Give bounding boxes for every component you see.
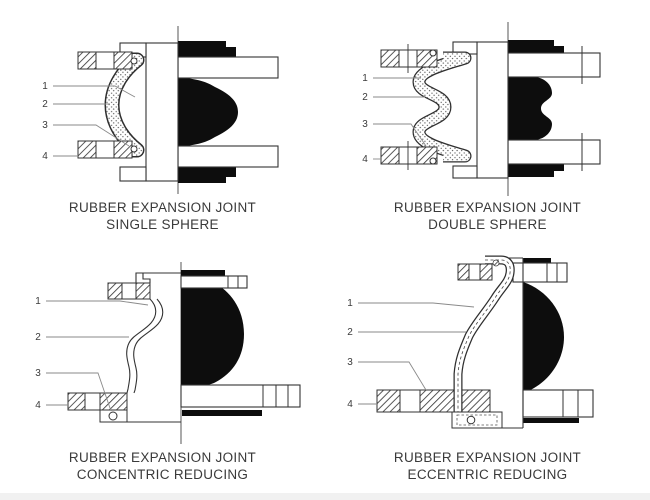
part-label-4: 4 [362, 154, 368, 165]
cone-outer-profile [126, 298, 157, 394]
concentric-reducing-drawing: 1 2 3 4 [35, 262, 301, 444]
pipe-flanges [512, 262, 594, 418]
part-label-2: 2 [42, 99, 48, 110]
top-edge [135, 272, 181, 283]
caption-line1: RUBBER EXPANSION JOINT [68, 450, 257, 465]
pipe-flanges [180, 275, 301, 408]
part-label-4: 4 [347, 399, 353, 410]
part-label-2: 2 [35, 332, 41, 343]
top-step [142, 273, 151, 283]
rubber-wall [453, 255, 515, 412]
section-outline [100, 272, 181, 423]
external-silhouette [178, 41, 238, 183]
leader-lines [358, 302, 475, 405]
part-label-2: 2 [362, 92, 368, 103]
double-sphere-drawing: 1 2 3 4 [362, 22, 601, 196]
caption-line2: CONCENTRIC REDUCING [76, 467, 249, 482]
leader-lines [373, 77, 427, 160]
figure-single-sphere: 1 2 3 4 RUBBER EXPANSION JOINT SINGLE SP… [0, 0, 325, 250]
reducer-bulge [523, 282, 564, 393]
eccentric-reducing-drawing: 1 2 3 4 [347, 255, 594, 429]
part-label-1: 1 [42, 81, 48, 92]
part-label-1: 1 [347, 298, 353, 309]
part-label-3: 3 [35, 368, 41, 379]
caption-line2: SINGLE SPHERE [106, 217, 219, 232]
section-body [452, 41, 509, 179]
bead-ring [108, 411, 118, 421]
reducer-bulge [181, 283, 244, 386]
part-labels: 1 2 3 4 [347, 298, 353, 410]
bead-rings [130, 57, 138, 153]
figure-double-sphere: 1 2 3 4 RUBBER EXPANSION JOINT DOUBLE SP… [325, 0, 650, 250]
rubber-bellows [104, 52, 145, 158]
bead-ring [466, 415, 476, 425]
sphere-bulge [178, 77, 238, 147]
part-labels: 1 2 3 4 [42, 81, 48, 162]
external-silhouette [508, 40, 564, 177]
double-sphere-bulge [508, 77, 552, 140]
cuff-dashes [456, 414, 498, 426]
part-label-3: 3 [362, 119, 368, 130]
bead-rings [429, 49, 437, 165]
figure-eccentric-reducing: 1 2 3 4 RUBBER EXPANSION JOINT ECCENTRIC… [325, 250, 650, 500]
caption-line1: RUBBER EXPANSION JOINT [393, 200, 582, 215]
part-labels: 1 2 3 4 [362, 73, 368, 165]
caption-line1: RUBBER EXPANSION JOINT [68, 200, 257, 215]
upper-bead-ring [492, 259, 500, 267]
external-silhouette [523, 258, 579, 423]
caption-line2: ECCENTRIC REDUCING [407, 467, 568, 482]
caption-eccentric-reducing: RUBBER EXPANSION JOINT ECCENTRIC REDUCIN… [325, 449, 650, 483]
single-sphere-drawing: 1 2 3 4 [42, 26, 279, 194]
flange-bolt-cells [227, 276, 289, 407]
leader-lines [53, 85, 136, 157]
part-label-4: 4 [35, 400, 41, 411]
part-label-1: 1 [35, 296, 41, 307]
part-labels: 1 2 3 4 [35, 296, 41, 411]
part-label-3: 3 [347, 357, 353, 368]
pipe-flanges [507, 52, 601, 165]
bottom-edge-strip [0, 493, 650, 500]
part-label-4: 4 [42, 151, 48, 162]
lower-cuff [451, 411, 503, 429]
part-label-2: 2 [347, 327, 353, 338]
caption-concentric-reducing: RUBBER EXPANSION JOINT CONCENTRIC REDUCI… [0, 449, 325, 483]
bolted-flanges [77, 51, 133, 159]
figure-concentric-reducing: 1 2 3 4 RUBBER EXPANSION JOINT CONCENTRI… [0, 250, 325, 500]
caption-single-sphere: RUBBER EXPANSION JOINT SINGLE SPHERE [0, 199, 325, 233]
leader-lines [46, 300, 149, 412]
rubber-bellows [412, 51, 472, 163]
caption-line1: RUBBER EXPANSION JOINT [393, 450, 582, 465]
bolted-flanges [376, 263, 493, 413]
part-label-3: 3 [42, 120, 48, 131]
flange-bolt-cells [546, 263, 579, 417]
caption-double-sphere: RUBBER EXPANSION JOINT DOUBLE SPHERE [325, 199, 650, 233]
cone-inner-profile [133, 298, 164, 394]
pipe-flanges [177, 56, 279, 168]
part-label-1: 1 [362, 73, 368, 84]
bolted-flanges [380, 44, 438, 170]
external-silhouette [181, 270, 262, 416]
caption-line2: DOUBLE SPHERE [428, 217, 547, 232]
